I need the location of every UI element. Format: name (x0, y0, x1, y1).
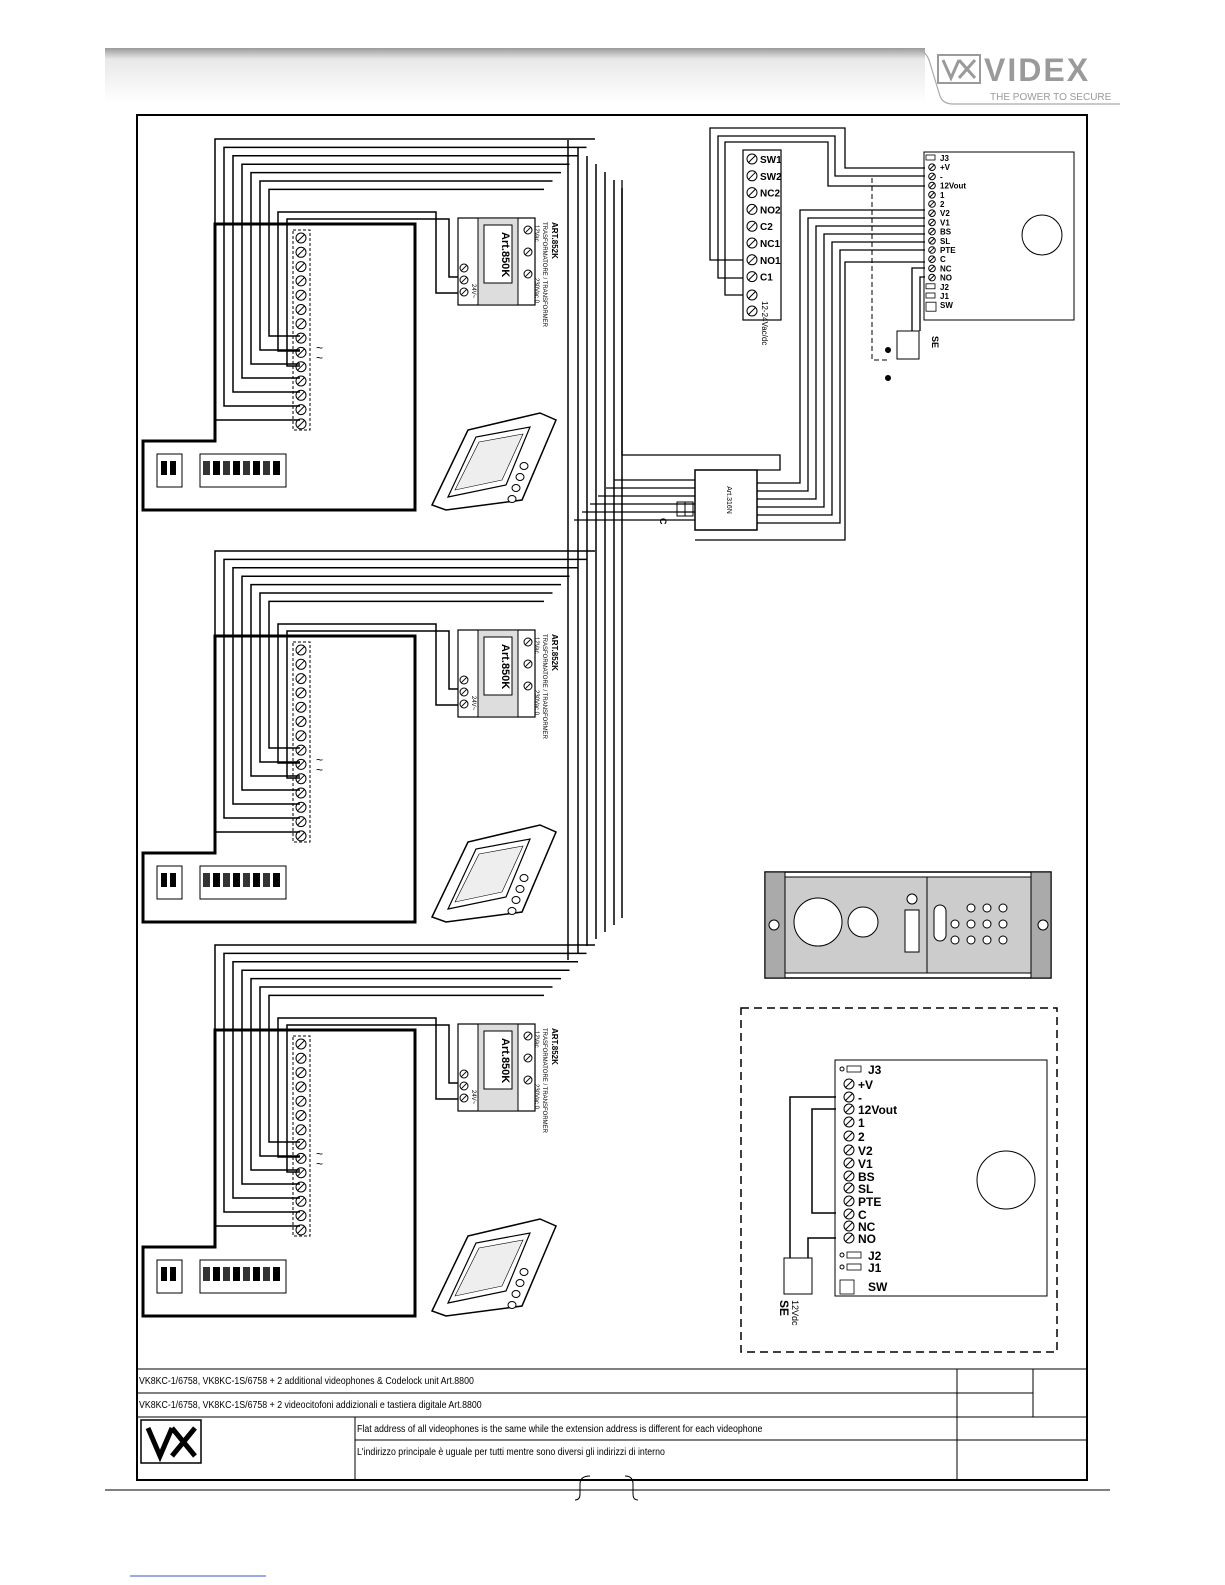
svg-text:230Vac 0: 230Vac 0 (533, 1084, 539, 1110)
codelock-front (764, 871, 1052, 979)
inset-terminal-label: J3 (868, 1063, 882, 1077)
lock-top: SE (896, 330, 940, 360)
title-block (137, 1368, 1087, 1480)
svg-text:~: ~ (316, 763, 323, 777)
panel-terminal-label: - (940, 172, 943, 181)
inset-terminal-label: PTE (858, 1195, 881, 1209)
svg-text:Art.850K: Art.850K (499, 1038, 511, 1083)
svg-text:ART.852K: ART.852K (550, 634, 559, 671)
panel-terminal-label: 12Vout (940, 182, 966, 191)
header-tab-outline (905, 49, 1120, 105)
drawing-frame (136, 114, 1088, 1481)
panel-terminal-label: J3 (940, 154, 949, 163)
relay-terminal-label: C1 (760, 273, 773, 284)
inset-terminal-label: V2 (858, 1144, 873, 1158)
relay-terminal-label: C2 (760, 222, 773, 233)
svg-text:24V~: 24V~ (470, 696, 476, 711)
inset-terminal-label: J2 (868, 1249, 882, 1263)
svg-text:24V~: 24V~ (470, 1090, 476, 1105)
svg-text:230Vac 0: 230Vac 0 (533, 278, 539, 304)
svg-text:~: ~ (316, 1157, 323, 1171)
svg-text:12Vdc: 12Vdc (790, 1300, 800, 1326)
header-band (105, 48, 925, 103)
inset-terminal-label: 2 (858, 1130, 865, 1144)
distributor-316n: Art.316N C (658, 469, 758, 531)
relay-terminal-label: SW2 (760, 172, 782, 183)
brand-logo (937, 54, 981, 89)
svg-text:~: ~ (316, 341, 323, 355)
wire-bus (567, 127, 925, 960)
note-it: L'indirizzo principale è uguale per tutt… (357, 1447, 665, 1458)
panel-terminal-label: V2 (940, 209, 950, 218)
inset-terminal-label: - (858, 1091, 862, 1105)
panel-terminal-label: BS (940, 228, 952, 237)
panel-terminal-label: J1 (940, 292, 949, 301)
panel-terminal-label: NC (940, 264, 952, 273)
panel-terminal-label: 1 (940, 191, 945, 200)
svg-text:SE: SE (777, 1300, 791, 1316)
svg-text:12Vac: 12Vac (533, 1031, 539, 1048)
panel-terminal-label: C (940, 255, 946, 264)
svg-text:12Vac: 12Vac (533, 225, 539, 242)
panel-terminal-label: V1 (940, 218, 950, 227)
inset-terminal-label: SL (858, 1182, 873, 1196)
svg-text:12Vac: 12Vac (533, 637, 539, 654)
vx-logo-icon (937, 54, 981, 84)
panel-terminal-label: NO (940, 274, 952, 283)
svg-text:SE: SE (930, 336, 940, 348)
inset-terminal-label: SW (868, 1280, 888, 1294)
inset-terminal-label: 1 (858, 1116, 865, 1130)
relay-terminal-label: NC2 (760, 189, 780, 200)
relay-terminal-label: NO1 (760, 256, 781, 267)
svg-text:24V~: 24V~ (470, 284, 476, 299)
brand-tagline: THE POWER TO SECURE (990, 92, 1112, 103)
panel-terminal-label: SL (940, 237, 950, 246)
svg-text:ART.852K: ART.852K (550, 1028, 559, 1065)
svg-text:TRASFORMATORE / TRANSFORMER: TRASFORMATORE / TRANSFORMER (541, 634, 547, 740)
inset-terminal-label: NC (858, 1220, 876, 1234)
svg-text:C: C (658, 518, 668, 525)
svg-text:230Vac 0: 230Vac 0 (533, 690, 539, 716)
inset-terminal-label: BS (858, 1170, 875, 1184)
svg-text:12-24Vac/dc: 12-24Vac/dc (760, 301, 769, 345)
inset-terminal-label: 12Vout (858, 1103, 897, 1117)
svg-text:TRASFORMATORE / TRANSFORMER: TRASFORMATORE / TRANSFORMER (541, 222, 547, 328)
title-it: VK8KC-1/6758, VK8KC-1S/6758 + 2 videocit… (139, 1400, 482, 1411)
title-en: VK8KC-1/6758, VK8KC-1S/6758 + 2 addition… (139, 1376, 474, 1387)
inset-terminal-label: C (858, 1208, 867, 1222)
svg-text:Art.316N: Art.316N (725, 486, 732, 514)
svg-text:Art.850K: Art.850K (499, 644, 511, 689)
panel-terminal-label: J2 (940, 283, 949, 292)
relay-terminal-label: SW1 (760, 155, 782, 166)
svg-text:~: ~ (316, 753, 323, 767)
relay-terminal-label: NC1 (760, 239, 780, 250)
panel-terminal-label: PTE (940, 246, 956, 255)
svg-text:Art.850K: Art.850K (499, 232, 511, 277)
svg-text:TRASFORMATORE / TRANSFORMER: TRASFORMATORE / TRANSFORMER (541, 1028, 547, 1134)
svg-text:~: ~ (316, 1147, 323, 1161)
inset-terminal-label: V1 (858, 1157, 873, 1171)
inset-terminal-label: +V (858, 1078, 873, 1092)
svg-text:ART.852K: ART.852K (550, 222, 559, 259)
inset-terminal-label: J1 (868, 1261, 882, 1275)
note-en: Flat address of all videophones is the s… (357, 1424, 763, 1435)
panel-terminal-label: SW (940, 301, 953, 310)
panel-terminal-label: 2 (940, 200, 945, 209)
relay-terminal-label: NO2 (760, 205, 781, 216)
panel-terminal-label: +V (940, 163, 951, 172)
brand-name: VIDEX (984, 52, 1091, 88)
svg-text:~: ~ (316, 351, 323, 365)
inset-terminal-label: NO (858, 1232, 876, 1246)
